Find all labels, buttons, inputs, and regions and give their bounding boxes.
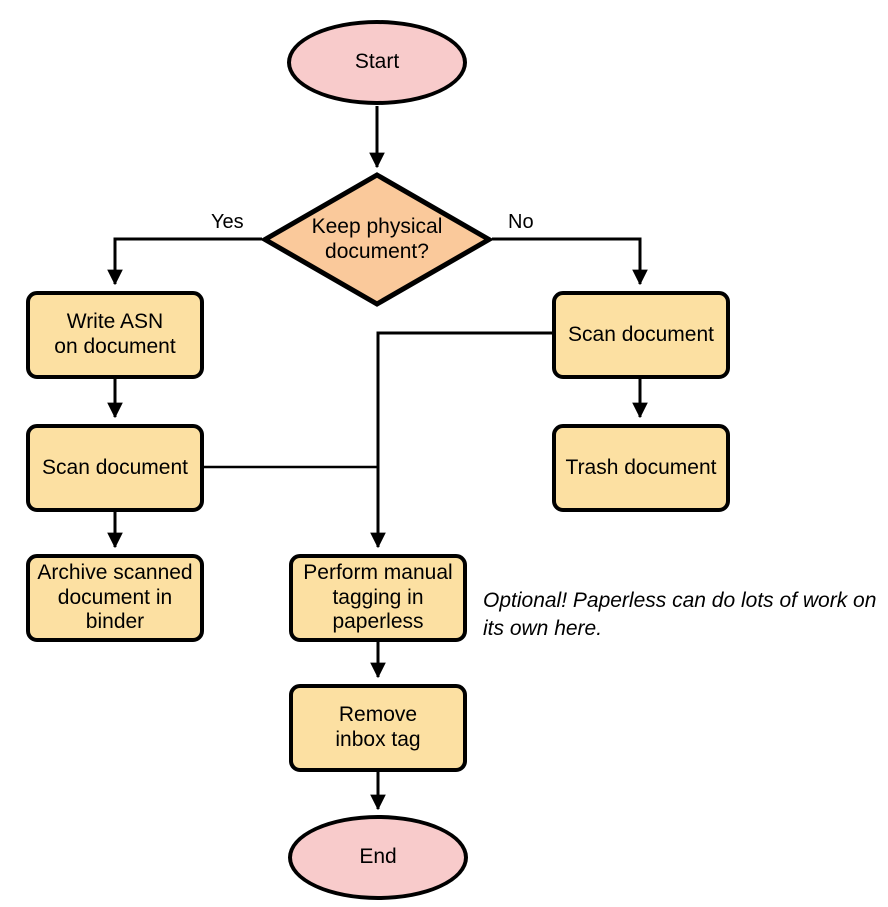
node-remove-inbox-tag[interactable]: Remove inbox tag bbox=[289, 684, 467, 772]
node-remove-inbox-tag-label: Remove inbox tag bbox=[335, 703, 421, 751]
node-archive-scanned-document-label: Archive scanned document in binder bbox=[37, 560, 193, 634]
edge-label-yes: Yes bbox=[211, 211, 244, 233]
node-perform-manual-tagging[interactable]: Perform manual tagging in paperless bbox=[289, 554, 467, 642]
annotation-optional-note: Optional! Paperless can do lots of work … bbox=[483, 589, 877, 640]
node-perform-manual-tagging-label: Perform manual tagging in paperless bbox=[303, 560, 453, 634]
edge-label-no: No bbox=[508, 211, 534, 233]
node-scan-document-left-label: Scan document bbox=[42, 455, 188, 479]
node-scan-document-right-label: Scan document bbox=[568, 322, 714, 346]
edge-decision-no-to-scan-right bbox=[492, 237, 648, 286]
diamond-shape bbox=[262, 172, 492, 307]
node-trash-document-label: Trash document bbox=[565, 455, 717, 479]
node-scan-document-left[interactable]: Scan document bbox=[26, 424, 204, 512]
node-trash-document[interactable]: Trash document bbox=[552, 424, 730, 512]
node-start[interactable]: Start bbox=[287, 20, 467, 105]
node-end[interactable]: End bbox=[288, 815, 468, 900]
node-write-asn-label: Write ASN on document bbox=[54, 310, 176, 358]
node-start-label: Start bbox=[354, 50, 400, 74]
edge-decision-yes-to-write-asn bbox=[107, 237, 262, 286]
edge-scan-right-to-tagging bbox=[370, 331, 552, 549]
node-write-asn[interactable]: Write ASN on document bbox=[26, 291, 204, 379]
node-decision-keep-physical-document[interactable]: Keep physical document? bbox=[262, 172, 492, 307]
node-scan-document-right[interactable]: Scan document bbox=[552, 291, 730, 379]
node-end-label: End bbox=[359, 845, 397, 869]
node-archive-scanned-document[interactable]: Archive scanned document in binder bbox=[26, 554, 204, 642]
